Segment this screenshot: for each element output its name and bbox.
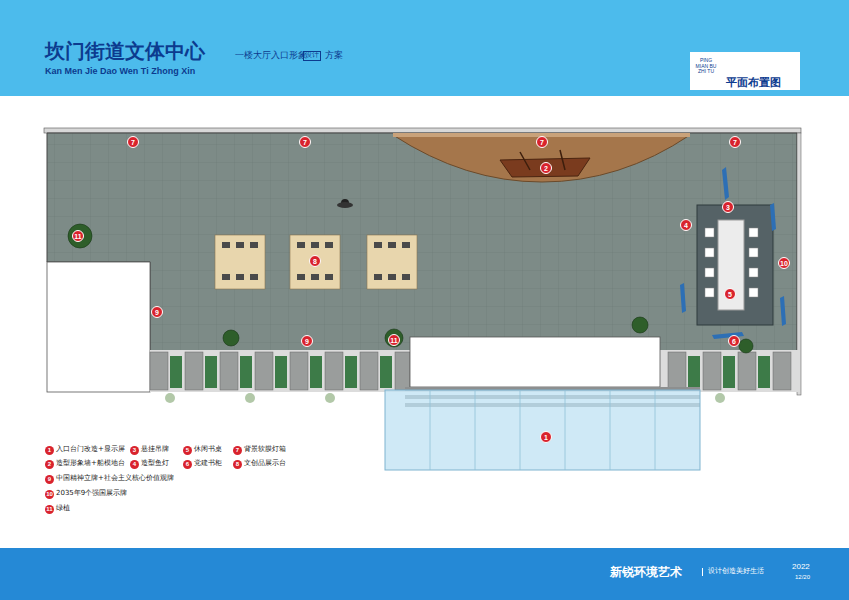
legend-number: 5 [183, 446, 192, 455]
legend-number: 11 [45, 505, 54, 514]
subtitle-suffix: 方案 [325, 51, 343, 61]
callout-number: 1 [540, 431, 552, 443]
callout-number: 7 [729, 136, 741, 148]
callout-number: 5 [724, 288, 736, 300]
callout-number: 6 [728, 335, 740, 347]
legend-text: 绿植 [56, 505, 70, 513]
legend-text: 休闲书桌 [194, 446, 222, 454]
legend-text: 中国精神立牌+社会主义核心价值观牌 [56, 475, 174, 483]
page-number: 12/20 [795, 574, 810, 581]
legend-number: 4 [130, 460, 139, 469]
callout-number: 11 [388, 334, 400, 346]
slogan: 设计创造美好生活 [702, 568, 764, 576]
pinyin-heading: PING MIAN BU ZHI TU [693, 58, 719, 75]
legend-text: 党建书柜 [194, 460, 222, 468]
page-title: 坎门街道文体中心 [45, 40, 205, 62]
legend-number: 1 [45, 446, 54, 455]
legend-number: 2 [45, 460, 54, 469]
legend-text: 2035年9个强国展示牌 [56, 490, 127, 498]
callout-number: 4 [680, 219, 692, 231]
plan-heading: 平面布置图 [726, 77, 781, 89]
callout-number: 8 [309, 255, 321, 267]
legend-number: 9 [45, 475, 54, 484]
year: 2022 [792, 563, 810, 572]
legend-number: 6 [183, 460, 192, 469]
legend-number: 3 [130, 446, 139, 455]
callout-number: 9 [151, 306, 163, 318]
callout-number: 7 [299, 136, 311, 148]
legend-text: 入口台门改造+显示屏 [56, 446, 125, 454]
legend-text: 文创品展示台 [244, 460, 286, 468]
callout-number: 9 [301, 335, 313, 347]
callout-number: 11 [72, 230, 84, 242]
legend-number: 8 [233, 460, 242, 469]
callout-number: 2 [540, 162, 552, 174]
company-logo: 新锐环境艺术 [610, 566, 682, 579]
title-pinyin: Kan Men Jie Dao Wen Ti Zhong Xin [45, 67, 195, 77]
callout-number: 7 [127, 136, 139, 148]
callout-number: 10 [778, 257, 790, 269]
legend-number: 10 [45, 490, 54, 499]
callout-number: 3 [722, 201, 734, 213]
legend-text: 背景软膜灯箱 [244, 446, 286, 454]
subtitle: 一楼大厅入口形象 [235, 51, 307, 61]
legend-number: 7 [233, 446, 242, 455]
legend-text: 悬挂吊牌 [141, 446, 169, 454]
legend-text: 造型鱼灯 [141, 460, 169, 468]
callout-number: 7 [536, 136, 548, 148]
legend-text: 造型形象墙+船模地台 [56, 460, 125, 468]
design-icon: 设计 [303, 51, 321, 61]
